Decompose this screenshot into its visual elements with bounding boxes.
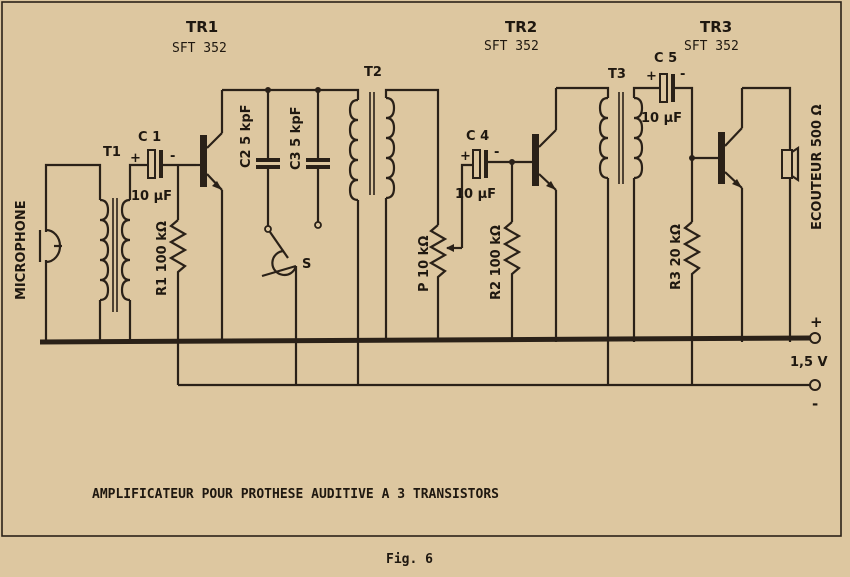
t2-label: T2 xyxy=(364,65,382,80)
c4-value: 10 µF xyxy=(455,187,496,202)
c1-label: C 1 xyxy=(138,130,161,145)
tr1-label: TR1 xyxy=(186,18,218,36)
c5-plus-sign: + xyxy=(646,69,657,84)
tr3-type: SFT 352 xyxy=(684,39,739,54)
tr2-collector-line xyxy=(556,86,610,98)
earphone-label: ECOUTEUR 500 Ω xyxy=(810,104,825,230)
c1-minus-sign: - xyxy=(170,149,175,164)
switch-s xyxy=(261,225,298,385)
transformer-t1 xyxy=(98,163,145,342)
capacitor-c1 xyxy=(145,149,196,220)
microphone-label: MICROPHONE xyxy=(14,200,29,300)
tr2-label: TR2 xyxy=(505,18,537,36)
transistor-tr1 xyxy=(196,90,224,342)
resistor-r2 xyxy=(502,221,522,342)
tr2-type: SFT 352 xyxy=(484,39,539,54)
diagram-frame xyxy=(1,1,842,537)
capacitor-c5 xyxy=(659,73,718,222)
tr1-type: SFT 352 xyxy=(172,41,227,56)
tr3-label: TR3 xyxy=(700,18,732,36)
capacitor-c4 xyxy=(472,149,532,222)
c5-value: 10 µF xyxy=(641,111,682,126)
supply-terminals: + 1,5 V - xyxy=(790,313,828,413)
r1-label: R1 100 kΩ xyxy=(155,221,170,296)
c3-label: C3 5 kpF xyxy=(289,106,304,170)
c1-value: 10 µF xyxy=(131,189,172,204)
rail-junctions xyxy=(176,342,180,385)
p-label: P 10 kΩ xyxy=(417,236,432,292)
tr1-collector-line xyxy=(222,88,360,100)
positive-rail xyxy=(39,335,811,345)
figure-label: Fig. 6 xyxy=(386,552,433,567)
positive-terminal xyxy=(809,332,821,344)
t3-label: T3 xyxy=(608,67,626,82)
transformer-t3 xyxy=(598,86,660,385)
resistor-r3 xyxy=(682,221,702,385)
earphone xyxy=(742,86,800,342)
diagram-caption: AMPLIFICATEUR POUR PROTHESE AUDITIVE A 3… xyxy=(92,487,499,502)
supply-plus-label: + xyxy=(810,313,823,331)
c4-label: C 4 xyxy=(466,129,489,144)
t1-label: T1 xyxy=(103,145,121,160)
c4-minus-sign: - xyxy=(494,145,499,160)
c1-plus-sign: + xyxy=(130,151,141,166)
switch-label: S xyxy=(302,257,311,272)
microphone xyxy=(38,163,102,342)
capacitor-c3 xyxy=(306,87,330,229)
transformer-t2 xyxy=(348,88,440,385)
supply-voltage-label: 1,5 V xyxy=(790,355,828,370)
capacitor-c2 xyxy=(256,87,280,226)
c2-label: C2 5 kpF xyxy=(239,104,254,168)
supply-minus-label: - xyxy=(812,395,818,413)
r2-label: R2 100 kΩ xyxy=(489,225,504,300)
resistor-r1 xyxy=(168,219,188,342)
r3-label: R3 20 kΩ xyxy=(669,224,684,290)
c4-plus-sign: + xyxy=(460,149,471,164)
potentiometer-p xyxy=(428,163,472,342)
transistor-tr2 xyxy=(532,88,558,342)
c5-label: C 5 xyxy=(654,51,677,66)
negative-terminal xyxy=(809,379,821,391)
c5-minus-sign: - xyxy=(680,67,685,82)
transistor-tr3 xyxy=(718,88,744,342)
